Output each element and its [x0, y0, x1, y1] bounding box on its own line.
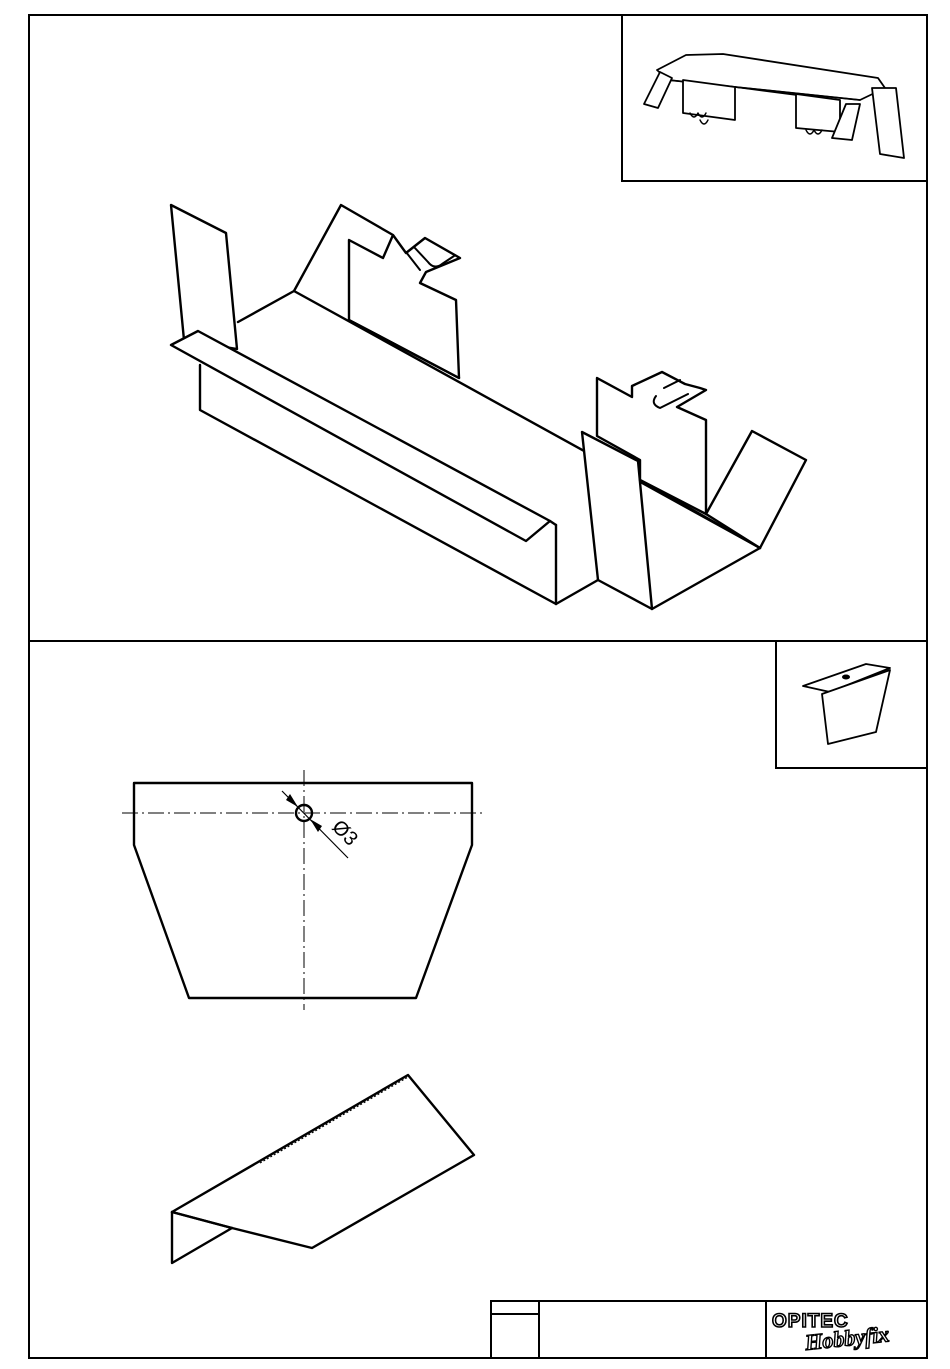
hole-dimension-leader: Ø3: [282, 791, 362, 858]
hole-mark: [842, 675, 850, 680]
bracket-isometric-view: [171, 205, 806, 609]
title-block: OPITEC Hobbyfix: [491, 1301, 927, 1358]
part-preview-icon: [803, 664, 890, 744]
outer-border: [29, 15, 927, 1358]
folded-part-view: [172, 1075, 474, 1263]
flat-pattern-view: Ø3: [122, 770, 486, 1010]
hole-dimension-label: Ø3: [327, 816, 361, 850]
assembly-preview-icon: [644, 54, 904, 158]
sheet-frame: [29, 15, 927, 1358]
